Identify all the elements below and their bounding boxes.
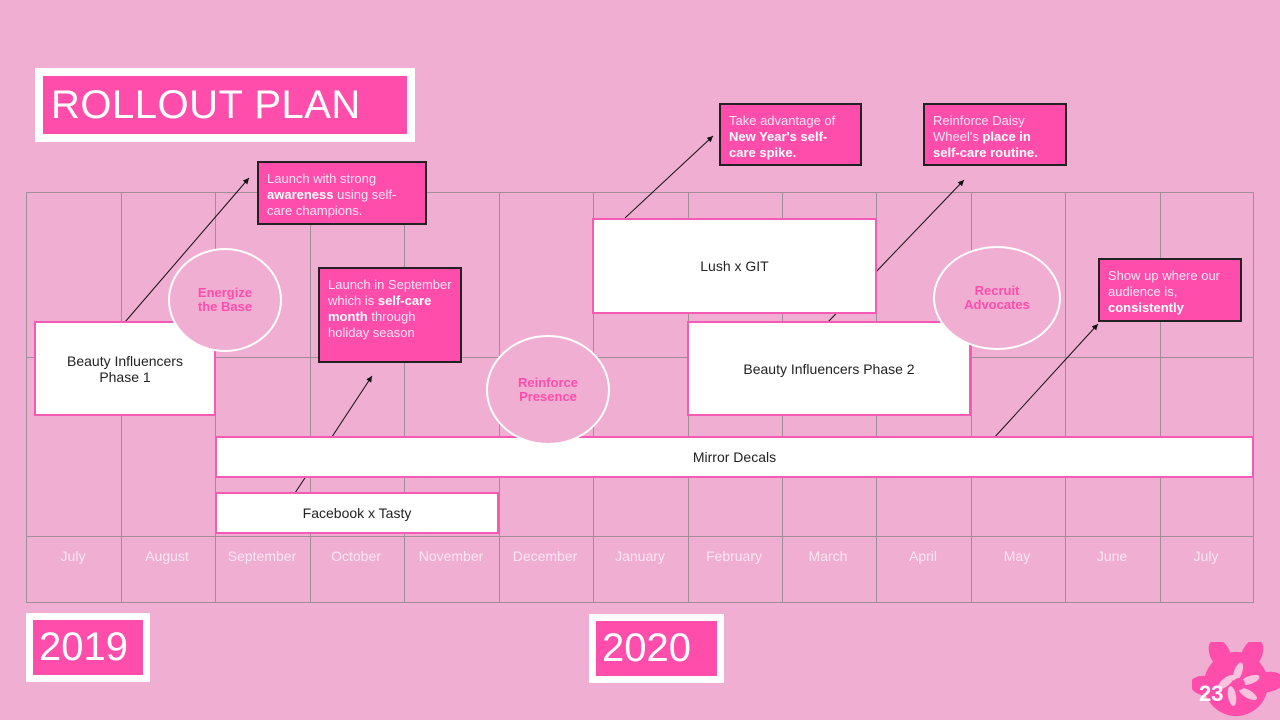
callout-daisy-wheel: Reinforce Daisy Wheel's place in self-ca… <box>923 103 1067 166</box>
bar-label: Facebook x Tasty <box>302 505 412 521</box>
title-frame: ROLLOUT PLAN <box>35 68 415 142</box>
callout-text: Launch with strong <box>267 171 377 186</box>
callout-emphasis: New Year's self-care spike. <box>729 129 828 160</box>
callout-emphasis: awareness <box>267 187 334 202</box>
callout-text: through holiday season <box>328 309 416 340</box>
circle-label: Reinforce Presence <box>518 375 578 404</box>
callout-text: Show up where our audience is, <box>1108 268 1221 299</box>
circle-reinforce-presence: Reinforce Presence <box>486 335 610 445</box>
grid-line <box>404 193 405 602</box>
circle-energize-the-base: Energize the Base <box>168 248 282 352</box>
month-label: November <box>418 548 484 564</box>
bar-label: Lush x GIT <box>700 258 769 274</box>
callout-text: Take advantage of <box>729 113 836 128</box>
callout-text: Reinforce Daisy Wheel's <box>933 113 1025 144</box>
month-label: January <box>615 548 665 564</box>
year-2019-label: 2019 <box>33 620 143 675</box>
year-2020-frame: 2020 <box>589 614 724 683</box>
circle-label: Recruit Advocates <box>964 283 1030 312</box>
daisy-flower-icon <box>1192 642 1280 716</box>
month-label: September <box>227 548 297 564</box>
callout-emphasis: consistently <box>1108 300 1184 315</box>
month-label: June <box>1096 548 1128 564</box>
arrow-line <box>124 177 250 323</box>
bar-mirror-decals: Mirror Decals <box>215 436 1254 478</box>
month-label: October <box>331 548 381 564</box>
grid-line <box>1065 193 1066 602</box>
bar-lush-x-git: Lush x GIT <box>592 218 877 314</box>
grid-line <box>27 536 1253 537</box>
grid-line <box>27 357 1253 358</box>
callout-emphasis: place in self-care routine. <box>933 129 1038 160</box>
month-label: July <box>60 548 86 564</box>
callout-text: Launch in September which is <box>328 277 452 308</box>
grid-line <box>310 193 311 602</box>
month-label: March <box>808 548 848 564</box>
year-2019-frame: 2019 <box>26 613 150 682</box>
bar-beauty-influencers-phase-2: Beauty Influencers Phase 2 <box>687 321 971 416</box>
bar-label: Beauty Influencers Phase 1 <box>67 352 183 385</box>
circle-label: Energize the Base <box>197 285 253 314</box>
bar-facebook-x-tasty: Facebook x Tasty <box>215 492 499 534</box>
callout-text: using self-care champions. <box>267 187 397 218</box>
bar-label: Mirror Decals <box>692 449 777 465</box>
month-label: May <box>1003 548 1031 564</box>
callout-awareness: Launch with strong awareness using self-… <box>257 161 427 225</box>
bar-label: Beauty Influencers Phase 2 <box>743 360 915 377</box>
callout-september: Launch in September which is self-care m… <box>318 267 462 363</box>
month-label: April <box>908 548 937 564</box>
month-label: December <box>512 548 578 564</box>
page-number: 23 <box>1199 681 1224 706</box>
year-2020-label: 2020 <box>596 621 717 676</box>
callout-new-year: Take advantage of New Year's self-care s… <box>719 103 862 166</box>
callout-emphasis: self-care month <box>328 293 432 324</box>
callout-show-up: Show up where our audience is, consisten… <box>1098 258 1242 322</box>
arrow-line <box>624 135 714 219</box>
month-label: July <box>1193 548 1219 564</box>
page-title: ROLLOUT PLAN <box>43 76 407 134</box>
month-label: February <box>705 548 763 564</box>
circle-recruit-advocates: Recruit Advocates <box>933 246 1061 350</box>
month-label: August <box>145 548 189 564</box>
grid-line <box>1160 193 1161 602</box>
grid-line <box>971 193 972 602</box>
